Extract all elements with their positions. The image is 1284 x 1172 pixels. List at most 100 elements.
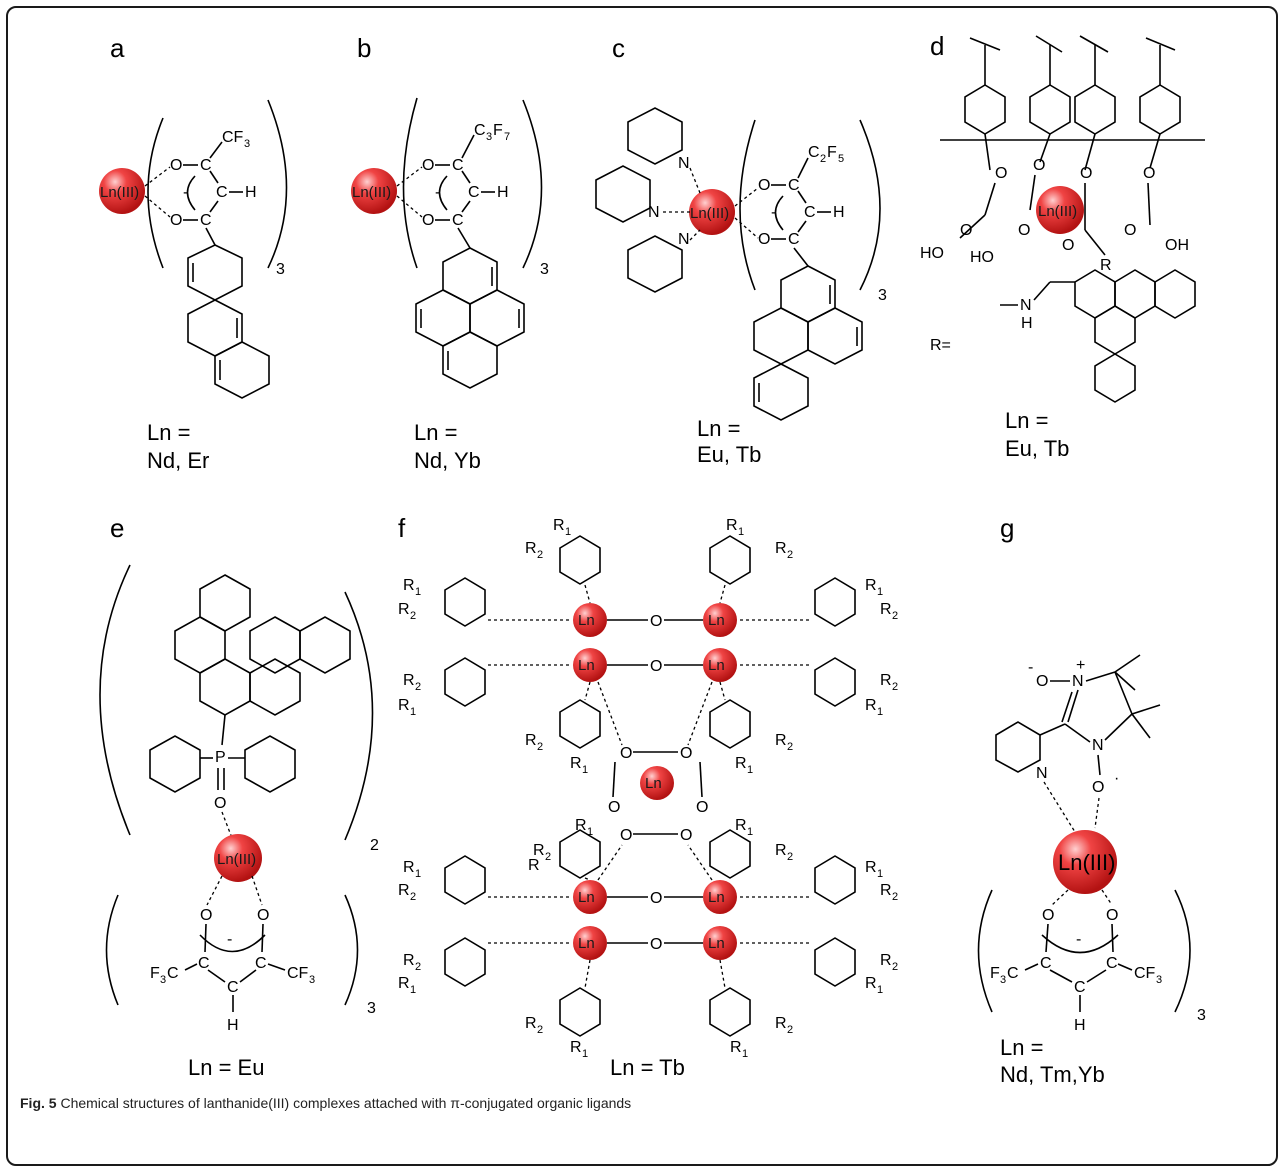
tert-butyl-groups: [969, 35, 1176, 85]
r1-subscript: 1: [877, 868, 883, 880]
oxygen-atom: O: [1033, 157, 1045, 174]
aromatic-ring: [559, 535, 601, 585]
bond: [461, 200, 471, 213]
bond: [984, 182, 996, 216]
coordination-bond: [584, 681, 591, 701]
r1-subscript: 1: [747, 826, 753, 838]
subscript-2: 2: [370, 837, 379, 854]
panel-b-label: b: [357, 33, 371, 63]
metal-label: Ln: [578, 657, 595, 674]
aromatic-ring: [249, 616, 301, 674]
metal-label: Ln: [578, 612, 595, 629]
phosphorus-atom: P: [215, 749, 226, 766]
aromatic-ring: [415, 289, 471, 347]
r2-substituent: R: [525, 732, 537, 749]
metal-label: Ln: [708, 612, 725, 629]
metal-label: Ln(III): [1058, 850, 1115, 875]
r2-subscript: 2: [537, 549, 543, 561]
panel-a-ln-line1: Ln =: [147, 420, 190, 445]
oxygen-atom: O: [1036, 673, 1048, 690]
aromatic-ring: [1114, 269, 1156, 319]
delocalization-arc: [774, 195, 784, 231]
oxygen-atom: O: [1143, 165, 1155, 182]
subscript-3: 3: [878, 287, 887, 304]
aromatic-ring: [753, 307, 809, 365]
subscript-3: 3: [367, 1000, 376, 1017]
aromatic-ring: [1094, 353, 1136, 403]
radical-dot: ·: [1114, 770, 1119, 787]
hydroxyl-group: HO: [970, 249, 994, 266]
bond: [959, 214, 986, 239]
coordination-bond: [689, 229, 701, 241]
r1-substituent: R: [730, 1039, 742, 1056]
oxygen-atom: O: [620, 827, 632, 844]
coordination-bond: [221, 811, 233, 839]
bond: [797, 157, 809, 179]
nitrogen-atom: N: [648, 204, 660, 221]
bond: [1049, 969, 1073, 983]
r1-substituent: R: [570, 755, 582, 772]
bond: [1024, 963, 1039, 971]
panel-f-label: f: [398, 513, 406, 543]
nitrogen-atom: N: [1072, 673, 1084, 690]
r2-substituent: R: [398, 601, 410, 618]
r2-substituent: R: [775, 732, 787, 749]
aromatic-ring: [1154, 269, 1196, 319]
coordination-bond: [719, 584, 726, 604]
metal-label: Ln: [578, 889, 595, 906]
metal-sphere: [573, 926, 607, 960]
bond: [797, 220, 807, 233]
metal-sphere: [1053, 830, 1117, 894]
aromatic-ring: [559, 829, 601, 879]
bond: [205, 227, 216, 246]
coordination-bond: [1094, 797, 1100, 829]
r1-subscript: 1: [410, 984, 416, 996]
panel-f-ln-line1: Ln = Tb: [610, 1055, 685, 1080]
nitrogen-atom: N: [1092, 737, 1104, 754]
r1-subscript: 1: [415, 586, 421, 598]
panel-e-ln-line1: Ln = Eu: [188, 1055, 264, 1080]
oxygen-atom: O: [1124, 222, 1136, 239]
pyridine-ring: [995, 721, 1041, 773]
r1-substituent: R: [403, 577, 415, 594]
pyridine-ring: [595, 165, 651, 223]
metal-sphere: [703, 926, 737, 960]
r2-substituent: R: [525, 540, 537, 557]
bond: [699, 761, 703, 798]
metal-sphere: [640, 766, 674, 800]
bond: [612, 761, 616, 798]
bracket-right: [344, 591, 374, 841]
hydroxyl-group: OH: [1165, 237, 1189, 254]
r1-substituent: R: [865, 975, 877, 992]
bond: [1145, 37, 1176, 51]
bond: [969, 37, 1001, 51]
r1-substituent: R: [398, 697, 410, 714]
nitrogen-atom: N: [1036, 765, 1048, 782]
r1-substituent: R: [403, 859, 415, 876]
r-substituent: R: [528, 857, 540, 874]
oxygen-atom: O: [650, 890, 662, 907]
r1-substituent: R: [726, 517, 738, 534]
r-definition-label: R=: [930, 337, 951, 354]
bond: [793, 247, 809, 267]
carbon-atom: C: [1040, 955, 1052, 972]
aromatic-ring: [1074, 269, 1116, 319]
negative-charge: -: [1028, 659, 1033, 676]
oxygen-atom: O: [1092, 779, 1104, 796]
r1-substituent: R: [865, 577, 877, 594]
aromatic-ring: [709, 535, 751, 585]
r2-subscript: 2: [892, 610, 898, 622]
r2-subscript: 2: [545, 851, 551, 863]
bond: [1035, 35, 1063, 53]
panel-c: c Ln(III) N N N 3 O O C C C H C 2 F 5 -: [595, 33, 887, 467]
metal-sphere: [1036, 186, 1084, 234]
coordination-bond: [1101, 889, 1113, 906]
bond: [1149, 133, 1161, 169]
r2-substituent: R: [880, 882, 892, 899]
bond: [1104, 713, 1133, 741]
aromatic-ring: [1029, 84, 1071, 135]
bond: [209, 141, 223, 159]
bracket-left: [105, 894, 119, 1006]
r1-substituent: R: [865, 859, 877, 876]
carbon-atom: C: [216, 184, 228, 201]
